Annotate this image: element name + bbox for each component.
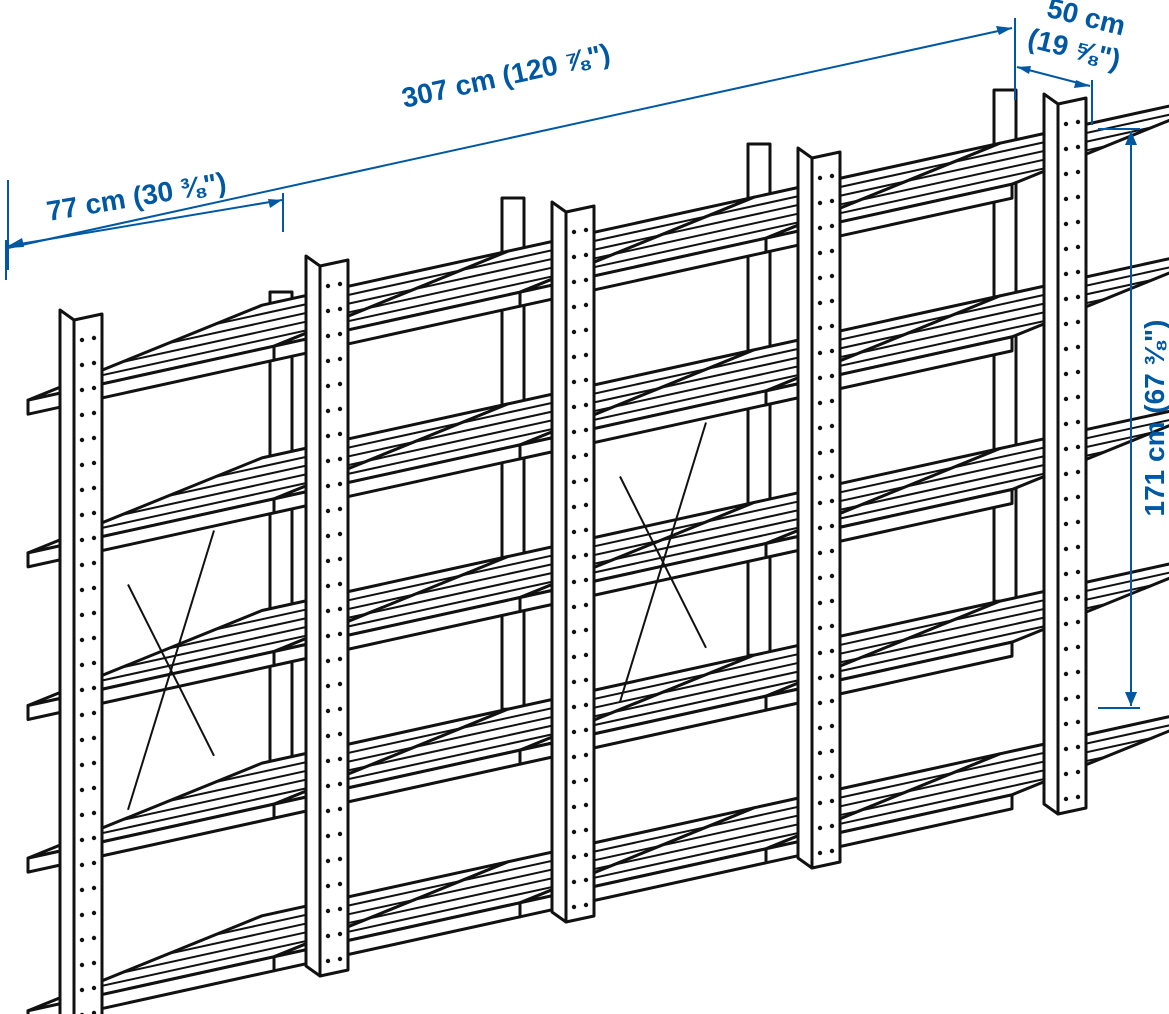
front-post [304, 254, 350, 978]
front-post [58, 308, 104, 1014]
height-dimension [1098, 128, 1140, 709]
front-post [796, 146, 842, 870]
cross-brace [619, 422, 707, 703]
height-label: 171 cm (67 ⅜") [1139, 320, 1169, 517]
total-width-label: 307 cm (120 ⅞") [399, 38, 613, 114]
front-post [550, 200, 596, 924]
front-post [1042, 92, 1088, 816]
back-post [268, 290, 294, 805]
depth-dimension [1016, 66, 1093, 125]
dimension-annotations [5, 18, 1140, 709]
cross-brace [127, 530, 215, 811]
shelving-unit-illustration [26, 88, 1169, 1014]
section-width-dimension [7, 180, 284, 270]
section-width-label: 77 cm (30 ⅜") [44, 166, 228, 227]
